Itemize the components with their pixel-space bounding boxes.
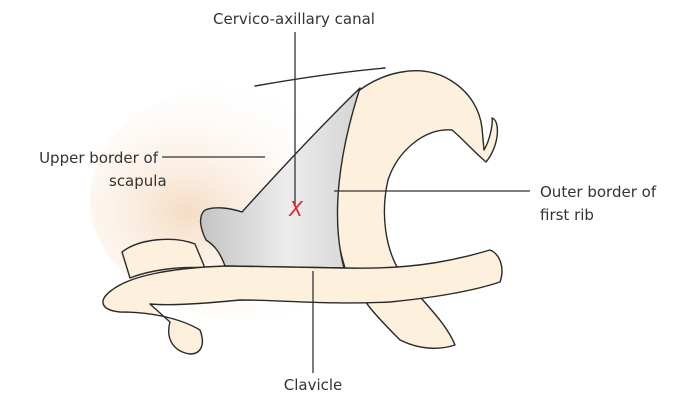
canal-marker: X: [288, 197, 304, 221]
label-upper-border-scapula-line1: Upper border of: [39, 149, 159, 167]
label-cervico-axillary-canal: Cervico-axillary canal: [213, 10, 375, 28]
first-rib: [335, 71, 498, 348]
label-clavicle: Clavicle: [284, 376, 343, 394]
label-outer-border-first-rib-line1: Outer border of: [540, 183, 657, 201]
scapula-upper-contour: [255, 68, 385, 86]
label-upper-border-scapula-line2: scapula: [109, 172, 167, 190]
label-outer-border-first-rib-line2: first rib: [540, 206, 594, 224]
